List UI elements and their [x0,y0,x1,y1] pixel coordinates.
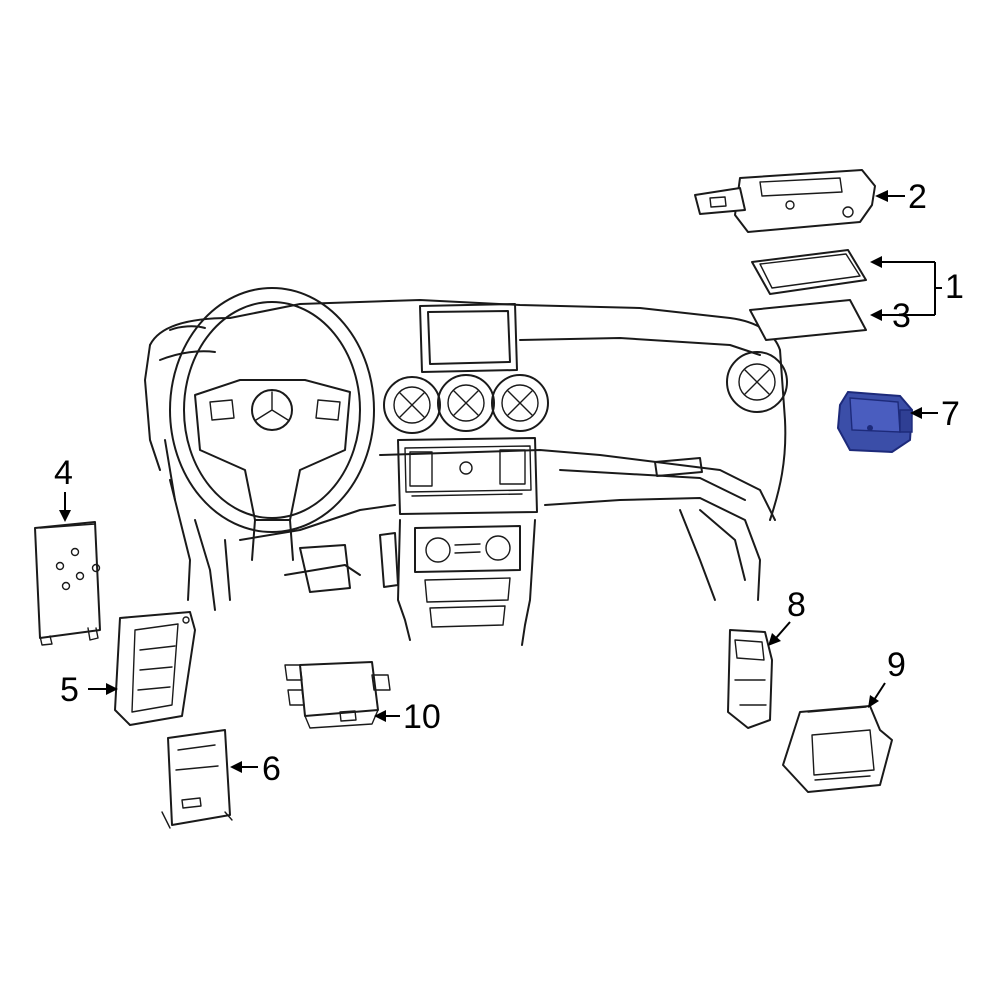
part-4-module [34,521,101,646]
callout-5: 5 [60,671,79,709]
callout-4: 4 [54,454,73,492]
steering-wheel [169,287,375,561]
part-6-module [161,729,233,829]
callout-3: 3 [892,297,911,335]
part-1-plate [751,249,867,295]
center-vents [383,374,549,434]
callout-8: 8 [787,586,806,624]
callout-1: 1 [945,268,964,306]
part-5-module [114,611,196,726]
part-2-module [694,169,876,233]
part-9-module [782,705,893,793]
callout-7: 7 [941,395,960,433]
callout-6: 6 [262,750,281,788]
callout-arrows [59,190,942,773]
center-console [383,303,788,646]
callout-9: 9 [887,646,906,684]
part-10-module [284,661,391,729]
right-vent [726,351,788,413]
part-8-module [727,629,773,729]
callout-labels: 2 1 3 7 4 5 6 10 8 9 [54,178,964,788]
callout-10: 10 [403,698,441,736]
callout-2: 2 [908,178,927,216]
part-3-plate [749,299,867,341]
dashboard-illustration [144,299,787,611]
part-7-module-highlighted [836,390,914,454]
